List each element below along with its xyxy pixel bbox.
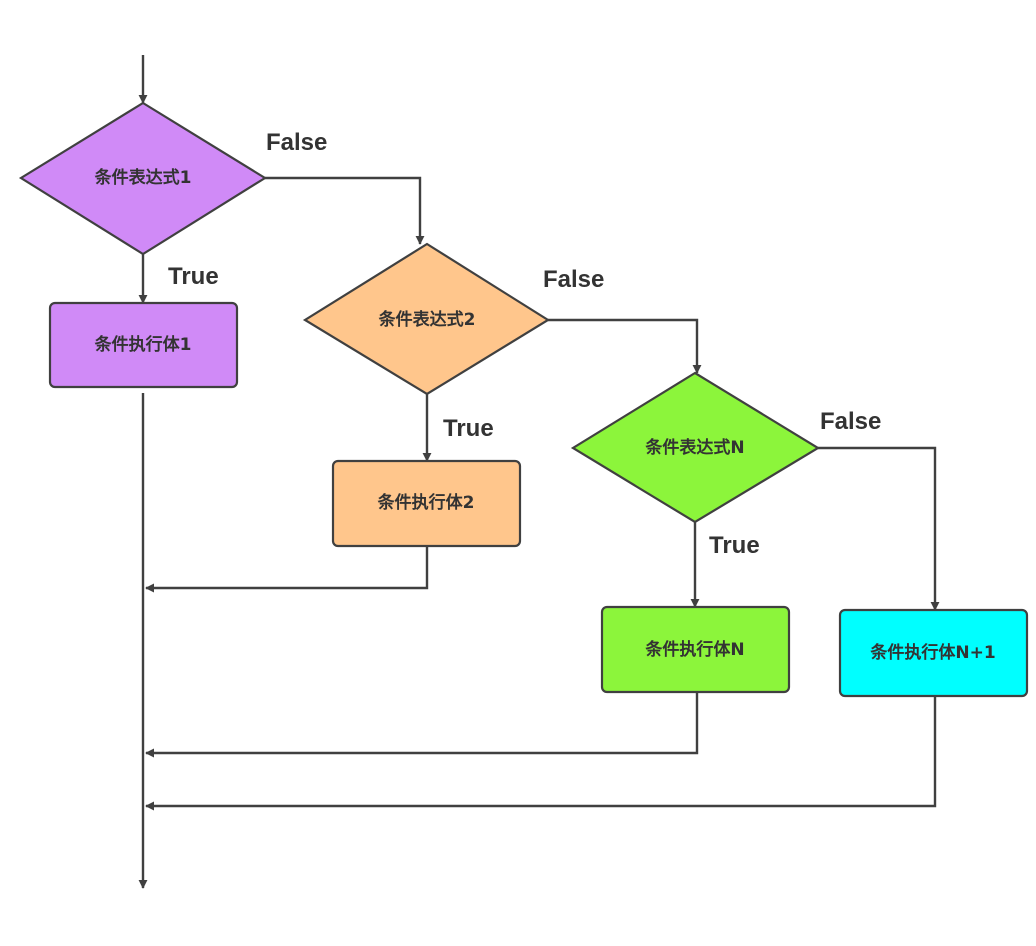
body-1-shape — [48, 301, 239, 389]
condition-n-diamond: 条件表达式N — [570, 371, 821, 524]
cond2-false-arrow — [548, 318, 702, 374]
condition-n-shape — [570, 371, 821, 524]
condN-true-label: True — [709, 532, 760, 559]
condition-n-label: 条件表达式N — [644, 437, 744, 458]
condition-2-label: 条件表达式2 — [378, 309, 476, 330]
body2-merge-arrow — [145, 546, 429, 593]
bodyN-merge-arrow — [145, 692, 699, 758]
body-n-label: 条件执行体N — [644, 639, 744, 660]
body-1-box: 条件执行体1 — [48, 301, 239, 389]
condition-1-label: 条件表达式1 — [94, 167, 192, 188]
condition-2-diamond: 条件表达式2 — [302, 242, 551, 396]
body-2-label: 条件执行体2 — [377, 492, 475, 513]
cond1-true-label: True — [168, 263, 219, 290]
body-1-label: 条件执行体1 — [94, 334, 192, 355]
body-n-box: 条件执行体N — [600, 605, 791, 694]
body-n-plus-1-box: 条件执行体N+1 — [838, 608, 1029, 698]
condN-false-arrow — [818, 446, 940, 611]
body-2-box: 条件执行体2 — [331, 459, 522, 548]
cond2-true-label: True — [443, 415, 494, 442]
body-2-shape — [331, 459, 522, 548]
cond1-false-arrow — [265, 176, 425, 245]
body-n-plus-1-label: 条件执行体N+1 — [869, 642, 995, 663]
body-n-plus-1-shape — [838, 608, 1029, 698]
cond1-false-label: False — [266, 129, 327, 156]
bodyN1-merge-arrow — [145, 696, 937, 811]
body-n-shape — [600, 605, 791, 694]
condition-1-diamond: 条件表达式1 — [18, 101, 268, 256]
cond2-false-label: False — [543, 266, 604, 293]
condition-2-shape — [302, 242, 551, 396]
condN-false-label: False — [820, 408, 881, 435]
condition-1-shape — [18, 101, 268, 256]
